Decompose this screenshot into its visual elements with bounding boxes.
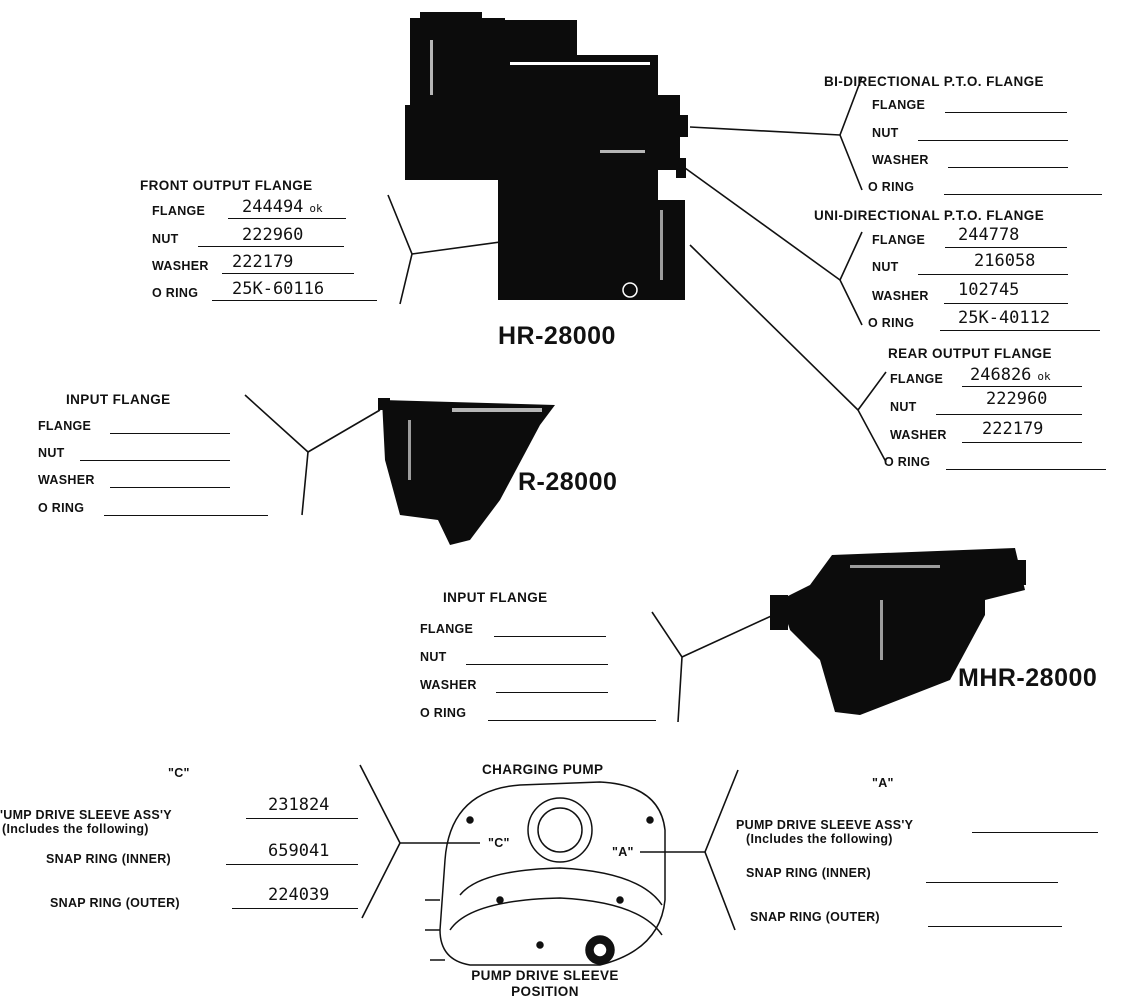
front-washer-line bbox=[222, 273, 354, 274]
c-sleeve-sub: (Includes the following) bbox=[2, 822, 149, 836]
bi-flange-label: FLANGE bbox=[872, 98, 926, 112]
c-sleeve-line bbox=[246, 818, 358, 819]
front-oring-line bbox=[212, 300, 377, 301]
bi-oring-line bbox=[944, 194, 1102, 195]
mhr-flange-label: FLANGE bbox=[420, 622, 474, 636]
front-flange-line bbox=[228, 218, 346, 219]
mhr-oring-line bbox=[488, 720, 656, 721]
mhr-input-heading: INPUT FLANGE bbox=[443, 590, 548, 605]
uni-washer-line bbox=[944, 303, 1068, 304]
r-model-label: R-28000 bbox=[518, 468, 618, 496]
uni-flange-value: 244778 bbox=[958, 225, 1020, 245]
c-outer-label: SNAP RING (OUTER) bbox=[50, 896, 180, 910]
uni-nut-label: NUT bbox=[872, 260, 899, 274]
front-nut-label: NUT bbox=[152, 232, 179, 246]
front-washer-value: 222179 bbox=[232, 252, 294, 272]
uni-oring-value: 25K-40112 bbox=[958, 308, 1051, 328]
front-nut-value: 222960 bbox=[242, 225, 304, 245]
uni-flange-line bbox=[945, 247, 1067, 248]
a-heading: "A" bbox=[872, 776, 894, 790]
r-washer-label: WASHER bbox=[38, 473, 95, 487]
front-washer-label: WASHER bbox=[152, 259, 209, 273]
uni-nut-value: 216058 bbox=[974, 251, 1036, 271]
r-oring-label: O RING bbox=[38, 501, 85, 515]
bi-washer-line bbox=[948, 167, 1068, 168]
c-inner-value: 659041 bbox=[268, 841, 330, 861]
rear-washer-line bbox=[962, 442, 1082, 443]
front-flange-label: FLANGE bbox=[152, 204, 206, 218]
uni-washer-label: WASHER bbox=[872, 289, 929, 303]
c-inner-line bbox=[226, 864, 358, 865]
a-outer-label: SNAP RING (OUTER) bbox=[750, 910, 880, 924]
a-inner-label: SNAP RING (INNER) bbox=[746, 866, 872, 880]
hr-28000-illustration bbox=[405, 12, 688, 300]
r-nut-line bbox=[80, 460, 230, 461]
hr-model-label: HR-28000 bbox=[498, 322, 616, 350]
mhr-oring-label: O RING bbox=[420, 706, 467, 720]
a-sleeve-sub: (Includes the following) bbox=[746, 832, 893, 846]
pump-marker-c: "C" bbox=[486, 836, 512, 850]
bi-nut-line bbox=[918, 140, 1068, 141]
uni-directional-heading: UNI-DIRECTIONAL P.T.O. FLANGE bbox=[814, 208, 1045, 223]
mhr-washer-label: WASHER bbox=[420, 678, 477, 692]
bi-oring-label: O RING bbox=[868, 180, 915, 194]
r-nut-label: NUT bbox=[38, 446, 65, 460]
uni-oring-label: O RING bbox=[868, 316, 915, 330]
rear-flange-label: FLANGE bbox=[890, 372, 944, 386]
mhr-28000-illustration bbox=[770, 548, 1026, 715]
bi-nut-label: NUT bbox=[872, 126, 899, 140]
mhr-model-label: MHR-28000 bbox=[958, 664, 1098, 692]
c-inner-label: SNAP RING (INNER) bbox=[46, 852, 172, 866]
pump-marker-a: "A" bbox=[610, 845, 636, 859]
r-input-heading: INPUT FLANGE bbox=[66, 392, 171, 407]
bi-washer-label: WASHER bbox=[872, 153, 929, 167]
a-sleeve-label: PUMP DRIVE SLEEVE ASS'Y bbox=[736, 818, 914, 832]
c-outer-line bbox=[232, 908, 358, 909]
pump-caption-line2: POSITION bbox=[511, 984, 579, 999]
charging-pump-illustration bbox=[425, 781, 666, 966]
mhr-washer-line bbox=[496, 692, 608, 693]
r-flange-line bbox=[110, 433, 230, 434]
front-oring-label: O RING bbox=[152, 286, 199, 300]
uni-washer-value: 102745 bbox=[958, 280, 1020, 300]
r-flange-label: FLANGE bbox=[38, 419, 92, 433]
rear-oring-label: O RING bbox=[884, 455, 931, 469]
bi-directional-heading: BI-DIRECTIONAL P.T.O. FLANGE bbox=[824, 74, 1044, 89]
c-sleeve-label: 'UMP DRIVE SLEEVE ASS'Y bbox=[0, 808, 172, 822]
rear-nut-label: NUT bbox=[890, 400, 917, 414]
rear-nut-line bbox=[936, 414, 1082, 415]
front-nut-line bbox=[198, 246, 344, 247]
c-heading: "C" bbox=[168, 766, 190, 780]
bi-flange-line bbox=[945, 112, 1067, 113]
mhr-flange-line bbox=[494, 636, 606, 637]
r-28000-illustration bbox=[378, 398, 555, 545]
r-oring-line bbox=[104, 515, 268, 516]
pump-caption-line1: PUMP DRIVE SLEEVE bbox=[471, 968, 619, 983]
mhr-nut-label: NUT bbox=[420, 650, 447, 664]
rear-washer-label: WASHER bbox=[890, 428, 947, 442]
c-outer-value: 224039 bbox=[268, 885, 330, 905]
a-inner-line bbox=[926, 882, 1058, 883]
rear-nut-value: 222960 bbox=[986, 389, 1048, 409]
rear-output-heading: REAR OUTPUT FLANGE bbox=[888, 346, 1052, 361]
uni-oring-line bbox=[940, 330, 1100, 331]
rear-oring-line bbox=[946, 469, 1106, 470]
r-washer-line bbox=[110, 487, 230, 488]
rear-flange-line bbox=[962, 386, 1082, 387]
front-oring-value: 25K-60116 bbox=[232, 279, 325, 299]
uni-nut-line bbox=[918, 274, 1068, 275]
uni-flange-label: FLANGE bbox=[872, 233, 926, 247]
a-sleeve-line bbox=[972, 832, 1098, 833]
mhr-nut-line bbox=[466, 664, 608, 665]
c-sleeve-value: 231824 bbox=[268, 795, 330, 815]
front-output-heading: FRONT OUTPUT FLANGE bbox=[140, 178, 313, 193]
charging-pump-heading: CHARGING PUMP bbox=[482, 762, 604, 777]
a-outer-line bbox=[928, 926, 1062, 927]
rear-washer-value: 222179 bbox=[982, 419, 1044, 439]
